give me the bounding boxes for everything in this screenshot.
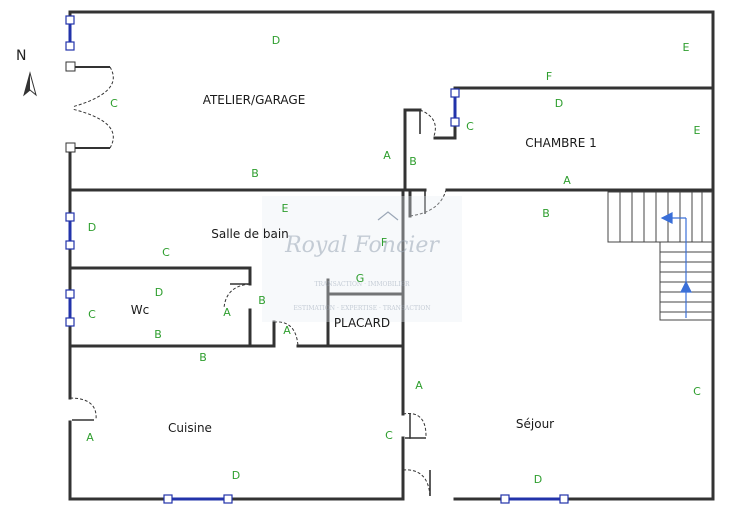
wall-label: B [251, 167, 259, 180]
arrow-up-icon [680, 280, 692, 293]
wall-label: A [283, 324, 291, 337]
wall-label: B [542, 207, 550, 220]
wall-label: A [563, 174, 571, 187]
wall-label: A [86, 431, 94, 444]
wall-label: B [154, 328, 162, 341]
room-salle-de-bain: Salle de bain [211, 227, 289, 241]
room-wc: Wc [131, 303, 149, 317]
north-arrow-fill [24, 73, 30, 95]
wall-label: E [694, 124, 701, 137]
arrow-left-icon [660, 212, 673, 224]
compass-letter: N [16, 48, 26, 64]
watermark: Royal Foncier TRANSACTION · IMMOBILIER E… [262, 196, 462, 322]
wall-label: E [683, 41, 690, 54]
room-names: ATELIER/GARAGE CHAMBRE 1 Salle de bain W… [131, 93, 597, 435]
compass: N [16, 48, 37, 97]
watermark-line2: ESTIMATION · EXPERTISE · TRANSACTION [293, 305, 430, 312]
wall-label: C [110, 97, 118, 110]
walls [68, 10, 715, 501]
wall-label: D [232, 469, 240, 482]
room-cuisine: Cuisine [168, 421, 212, 435]
door-swings [69, 66, 447, 497]
wall-label: A [223, 306, 231, 319]
wall-label: C [88, 308, 96, 321]
wall-label: B [199, 351, 207, 364]
wall-label: B [409, 155, 417, 168]
wall-label: G [356, 272, 365, 285]
wall-label: D [534, 473, 542, 486]
door-leaves [72, 110, 431, 496]
wall-label: A [415, 379, 423, 392]
wall-label: A [383, 149, 391, 162]
wall-label: E [282, 202, 289, 215]
wall-label: F [381, 236, 387, 249]
wall-label: C [162, 246, 170, 259]
room-atelier-garage: ATELIER/GARAGE [203, 93, 306, 107]
watermark-brand: Royal Foncier [284, 233, 440, 258]
windows [65, 15, 569, 504]
wall-label: D [555, 97, 563, 110]
stair-direction-arrows [660, 212, 692, 318]
wall-labels: D E F D C E C A B B A E F B D C G D B C … [86, 34, 701, 486]
room-sejour: Séjour [516, 417, 554, 431]
wall-label: D [272, 34, 280, 47]
wall-label: C [466, 120, 474, 133]
house-logo-icon [377, 211, 399, 221]
wall-label: B [258, 294, 266, 307]
room-chambre-1: CHAMBRE 1 [525, 136, 597, 150]
wall-label: C [693, 385, 701, 398]
wall-label: D [88, 221, 96, 234]
wall-label: D [155, 286, 163, 299]
staircase [607, 191, 713, 321]
wall-label: F [546, 70, 552, 83]
room-placard: PLACARD [334, 316, 390, 330]
watermark-panel [262, 196, 462, 322]
wall-label: C [385, 429, 393, 442]
watermark-tagline: TRANSACTION · IMMOBILIER [314, 281, 409, 288]
doors [65, 61, 110, 153]
